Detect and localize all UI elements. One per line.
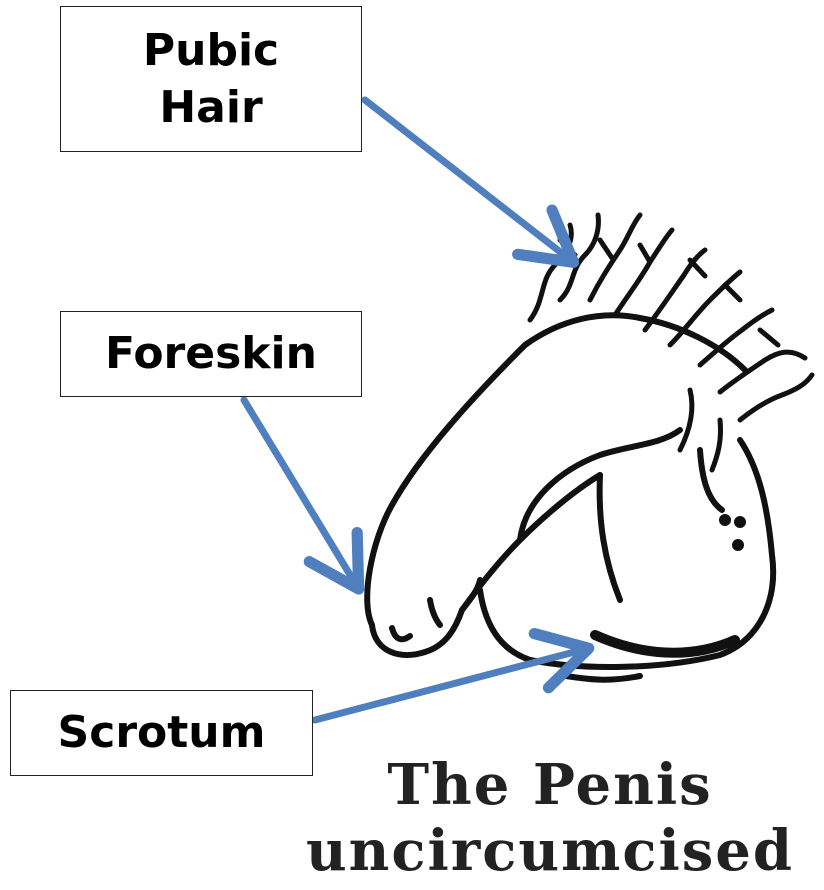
scrotum-label-box: Scrotum xyxy=(10,690,313,776)
foreskin-label: Foreskin xyxy=(105,325,317,382)
penis-drawing xyxy=(367,315,773,679)
foreskin-arrow xyxy=(244,400,355,583)
scrotum-arrow xyxy=(315,650,582,720)
foreskin-label-box: Foreskin xyxy=(60,311,362,397)
scrotum-label: Scrotum xyxy=(58,704,266,761)
pubic-hair-label-box: Pubic Hair xyxy=(60,6,362,152)
caption-line-1: The Penis xyxy=(290,752,810,818)
pubic-hair-arrow xyxy=(365,100,568,258)
pubic-hair-label: Pubic Hair xyxy=(143,22,279,136)
pubic-hair-drawing xyxy=(530,215,812,470)
caption-line-2: uncircumcised xyxy=(290,818,810,884)
